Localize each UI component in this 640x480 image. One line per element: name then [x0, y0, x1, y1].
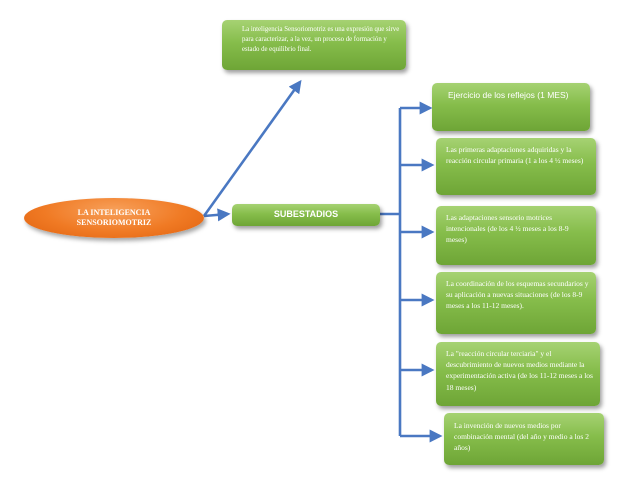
stage-text-3: Las adaptaciones sensorio motrices inten…: [446, 213, 569, 245]
stage-text-6: La invención de nuevos medios por combin…: [454, 421, 589, 453]
stage-box-3: Las adaptaciones sensorio motrices inten…: [436, 206, 596, 265]
stage-text-4: La coordinación de los esquemas secundar…: [446, 279, 589, 311]
stage-box-4: La coordinación de los esquemas secundar…: [436, 272, 596, 334]
arrow-to-definition: [202, 79, 302, 217]
definition-text: La inteligencia Sensoriomotriz es una ex…: [242, 26, 400, 53]
arrow-to-subestadios: [203, 208, 231, 222]
stage-text-2: Las primeras adaptaciones adquiridas y l…: [446, 145, 584, 166]
stage-box-5: La "reacción circular terciaria" y el de…: [436, 342, 600, 406]
stage-box-2: Las primeras adaptaciones adquiridas y l…: [436, 138, 596, 195]
stage-text-1: Ejercicio de los reflejos (1 MES): [448, 90, 569, 100]
center-node-label: LA INTELIGENCIA SENSORIOMOTRIZ: [76, 208, 152, 227]
subestadios-box: SUBESTADIOS: [232, 204, 380, 226]
stage-box-6: La invención de nuevos medios por combin…: [444, 413, 604, 465]
definition-box: La inteligencia Sensoriomotriz es una ex…: [222, 20, 406, 70]
stage-box-1: Ejercicio de los reflejos (1 MES): [432, 83, 590, 131]
center-node: LA INTELIGENCIA SENSORIOMOTRIZ: [24, 198, 204, 238]
stage-text-5: La "reacción circular terciaria" y el de…: [446, 349, 593, 392]
subestadios-label: SUBESTADIOS: [273, 209, 339, 220]
